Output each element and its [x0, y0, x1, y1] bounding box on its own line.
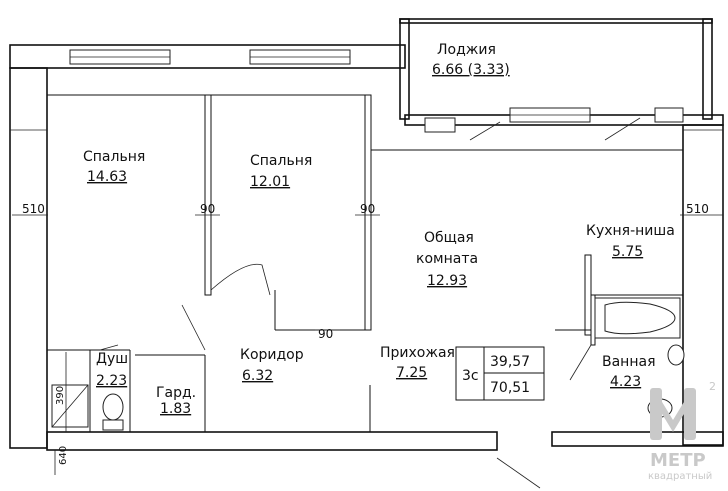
- watermark-tagline: квадратный: [648, 471, 712, 482]
- living-area: 12.93: [427, 273, 467, 289]
- loggia-area: 6.66 (3.33): [432, 62, 510, 78]
- kitchen-area: 5.75: [612, 244, 643, 260]
- living-name-line2: комната: [416, 251, 478, 267]
- bedroom1-name: Спальня: [83, 149, 145, 165]
- bathroom-name: Ванная: [602, 354, 656, 370]
- shower-name: Душ: [96, 351, 128, 367]
- corridor-name: Коридор: [240, 347, 304, 363]
- dim-shower-wall: 390: [55, 386, 66, 405]
- bathtub: [594, 297, 681, 339]
- dim-partition-bottom: 90: [318, 327, 333, 341]
- living-name-line1: Общая: [424, 230, 474, 246]
- kitchen-name: Кухня-ниша: [586, 223, 675, 239]
- area-summary-box: 3с 39,57 70,51: [455, 346, 545, 401]
- bedroom2-area: 12.01: [250, 174, 290, 190]
- dim-left-wall: 510: [22, 202, 45, 216]
- total-area-value: 70,51: [490, 380, 530, 396]
- hall-area: 7.25: [396, 365, 427, 381]
- partitions: [47, 94, 683, 432]
- hall-name: Прихожая: [380, 345, 455, 361]
- dim-bottom-left: 640: [58, 446, 69, 465]
- apartment-type: 3с: [462, 368, 479, 384]
- bedroom1-area: 14.63: [87, 169, 127, 185]
- shower-area: 2.23: [96, 373, 127, 389]
- bathroom-area: 4.23: [610, 374, 641, 390]
- corridor-area: 6.32: [242, 368, 273, 384]
- loggia-name: Лоджия: [437, 42, 496, 58]
- dim-partition-1: 90: [200, 202, 215, 216]
- watermark-brand: МЕТР: [650, 450, 706, 471]
- dim-partition-2: 90: [360, 202, 375, 216]
- doors: [99, 263, 592, 489]
- shower-tray: [51, 384, 89, 428]
- dimension-lines: [12, 214, 723, 475]
- wardrobe-area: 1.83: [160, 401, 191, 417]
- wardrobe-name: Гард.: [156, 385, 196, 401]
- living-area-value: 39,57: [490, 354, 530, 370]
- watermark-logo: 2 МЕТР квадратный: [648, 380, 716, 482]
- bedroom2-name: Спальня: [250, 153, 312, 169]
- watermark-superscript: 2: [709, 380, 716, 393]
- windows: [10, 49, 723, 141]
- dim-right-wall: 510: [686, 202, 709, 216]
